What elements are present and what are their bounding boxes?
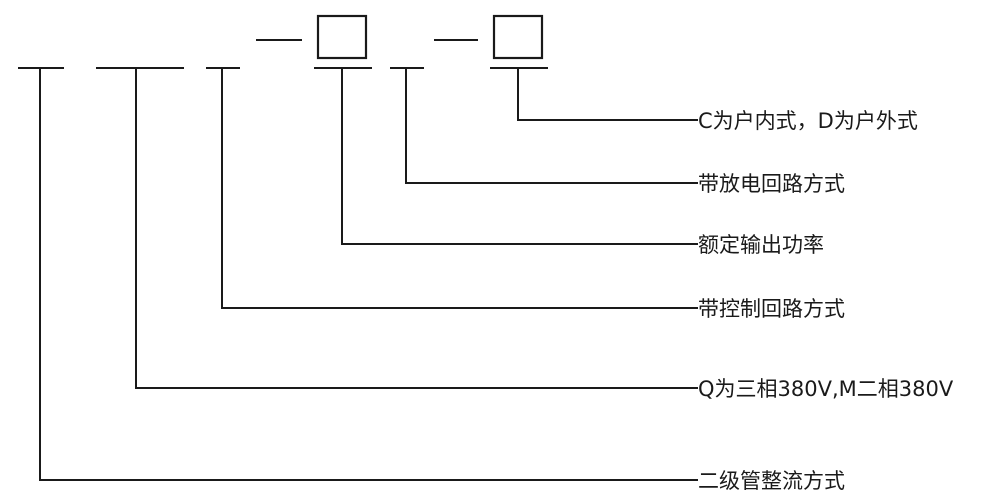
code-box-1 [316,14,368,60]
leader-phase [135,68,698,389]
leader-discharge-circuit [405,68,698,184]
code-box-2 [492,14,544,60]
leader-rectifier [39,68,698,481]
leader-indoor-outdoor [517,68,698,121]
label-control-circuit: 带控制回路方式 [698,297,845,321]
label-rectifier: 二级管整流方式 [698,469,845,493]
label-indoor-outdoor: C为户内式，D为户外式 [698,109,918,133]
label-rated-power: 额定输出功率 [698,233,824,257]
label-discharge-circuit: 带放电回路方式 [698,172,845,196]
label-phase: Q为三相380V,M二相380V [698,377,954,401]
leader-control-circuit [221,68,698,309]
leader-rated-power [341,68,698,245]
